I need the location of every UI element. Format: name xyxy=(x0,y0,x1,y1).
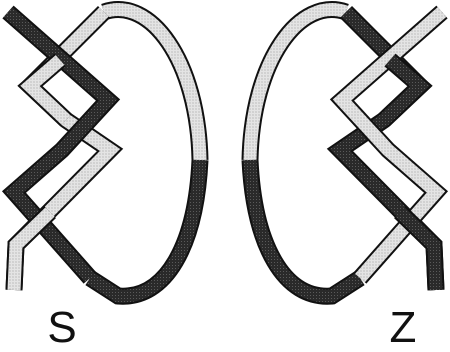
label-z: Z xyxy=(390,303,417,352)
z-twist-figure xyxy=(250,10,442,297)
z-light-loop xyxy=(250,10,346,160)
z-dark-loop xyxy=(250,160,360,296)
label-s: S xyxy=(47,303,76,352)
s-dark-loop xyxy=(90,160,200,296)
s-light-loop xyxy=(104,10,200,160)
s-twist-figure xyxy=(8,10,200,297)
